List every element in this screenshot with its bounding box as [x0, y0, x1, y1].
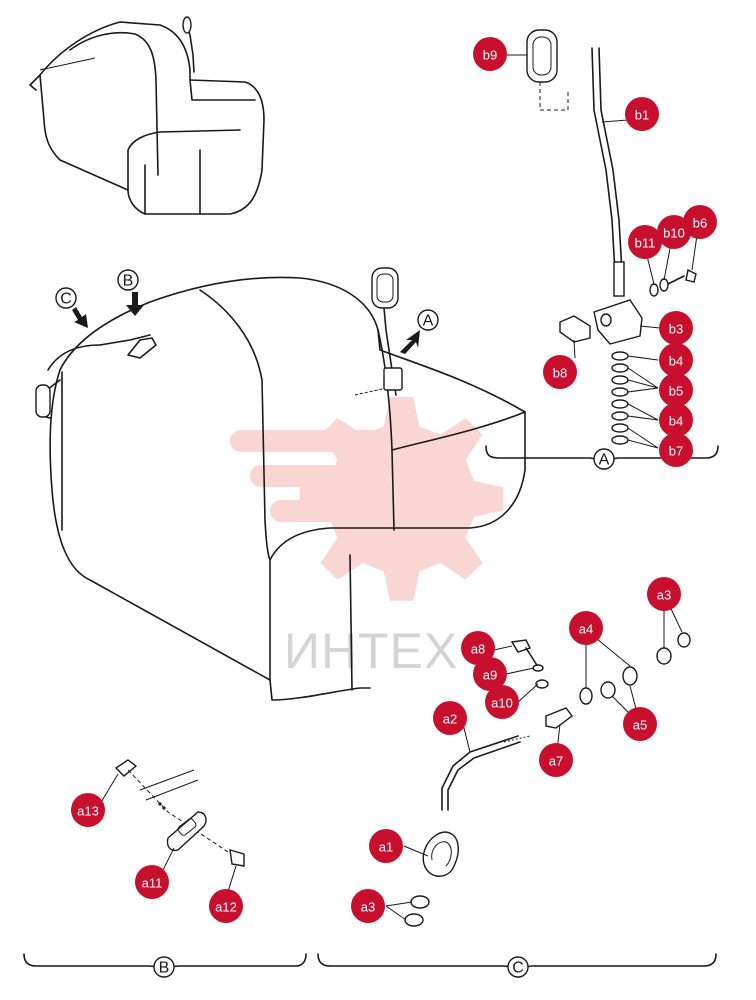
- svg-text:a3: a3: [657, 588, 671, 603]
- detail-a-assembly: A: [485, 29, 719, 470]
- svg-text:b8: b8: [553, 366, 567, 381]
- callout-a3-top[interactable]: a3: [647, 577, 681, 611]
- svg-text:a3: a3: [361, 900, 375, 915]
- svg-text:C: C: [60, 291, 72, 308]
- view-arrow-c: C: [55, 287, 88, 328]
- svg-text:b6: b6: [693, 216, 707, 231]
- section-c-label: C: [512, 960, 524, 977]
- svg-text:b4: b4: [669, 414, 683, 429]
- svg-text:b10: b10: [663, 226, 685, 241]
- svg-text:a8: a8: [471, 642, 485, 657]
- svg-text:A: A: [423, 313, 434, 330]
- svg-text:b7: b7: [669, 444, 683, 459]
- detail-c-assembly: C: [317, 593, 717, 978]
- callout-a3-bottom[interactable]: a3: [351, 889, 385, 923]
- callout-b3[interactable]: b3: [659, 311, 693, 345]
- callout-b8[interactable]: b8: [543, 355, 577, 389]
- callout-b4-bottom[interactable]: b4: [659, 403, 693, 437]
- view-arrow-a: A: [400, 309, 439, 354]
- svg-text:b5: b5: [669, 384, 683, 399]
- callout-a10[interactable]: a10: [485, 685, 519, 719]
- callout-a9[interactable]: a9: [473, 657, 507, 691]
- callout-a4[interactable]: a4: [569, 611, 603, 645]
- watermark-gear-icon: [230, 396, 504, 601]
- svg-text:a5: a5: [633, 718, 647, 733]
- callout-b1[interactable]: b1: [625, 97, 659, 131]
- svg-text:b11: b11: [635, 236, 656, 251]
- section-a-label: A: [599, 452, 610, 469]
- svg-text:b3: b3: [669, 322, 683, 337]
- svg-text:a9: a9: [483, 668, 497, 683]
- view-arrow-b: B: [117, 269, 144, 316]
- svg-text:a7: a7: [549, 754, 563, 769]
- svg-text:a10: a10: [491, 696, 513, 711]
- callout-b7[interactable]: b7: [659, 433, 693, 467]
- svg-text:b4: b4: [669, 354, 683, 369]
- svg-text:a11: a11: [142, 876, 163, 891]
- callout-b10[interactable]: b10: [657, 215, 691, 249]
- callout-a1[interactable]: a1: [369, 829, 403, 863]
- callout-a12[interactable]: a12: [209, 889, 243, 923]
- callout-a5[interactable]: a5: [623, 707, 657, 741]
- svg-text:a1: a1: [379, 840, 393, 855]
- watermark-text: ИНТЕХ: [284, 623, 458, 679]
- callout-b6[interactable]: b6: [683, 205, 717, 239]
- section-b-label: B: [159, 960, 170, 977]
- svg-text:B: B: [123, 273, 134, 290]
- svg-text:b9: b9: [483, 48, 497, 63]
- callout-b9[interactable]: b9: [473, 37, 507, 71]
- callout-a13[interactable]: a13: [71, 793, 105, 827]
- callout-a11[interactable]: a11: [135, 865, 169, 899]
- callout-a2[interactable]: a2: [433, 701, 467, 735]
- svg-text:b1: b1: [635, 108, 649, 123]
- svg-text:a13: a13: [77, 804, 99, 819]
- mirror-main: [371, 267, 403, 396]
- callout-a7[interactable]: a7: [539, 743, 573, 777]
- svg-text:a2: a2: [443, 712, 457, 727]
- svg-text:a12: a12: [215, 900, 237, 915]
- callout-b4-top[interactable]: b4: [659, 343, 693, 377]
- callout-a8[interactable]: a8: [461, 631, 495, 665]
- cab-overview: [29, 16, 265, 215]
- callout-b11[interactable]: b11: [628, 225, 662, 259]
- detail-b-assembly: B: [23, 759, 307, 978]
- svg-text:a4: a4: [579, 622, 593, 637]
- callout-b5[interactable]: b5: [659, 373, 693, 407]
